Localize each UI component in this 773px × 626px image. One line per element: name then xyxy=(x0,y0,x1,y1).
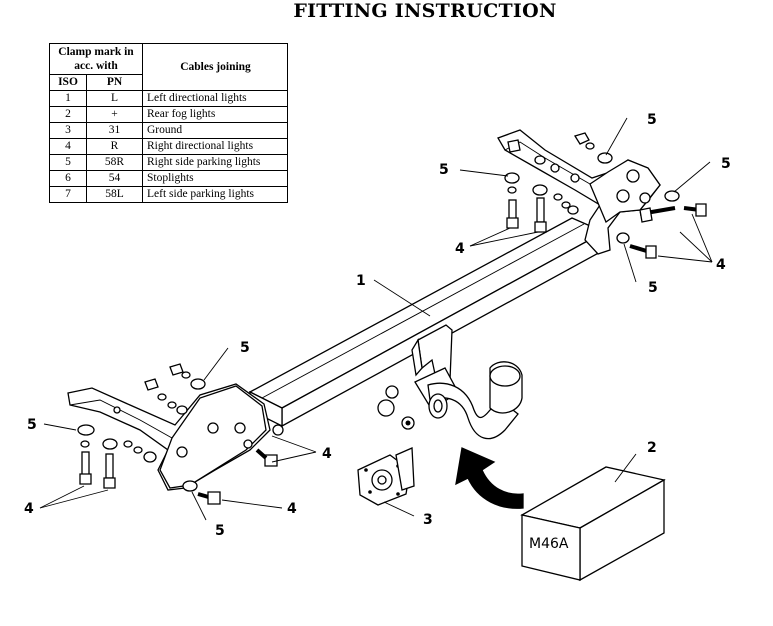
table-row: 7 58L Left side parking lights xyxy=(49,186,288,203)
callout-4: 4 xyxy=(287,501,297,517)
box-label: M46A xyxy=(529,536,569,552)
callout-4: 4 xyxy=(322,446,332,462)
callout-4: 4 xyxy=(716,257,726,273)
leader-lines xyxy=(39,117,713,521)
callout-5: 5 xyxy=(647,112,657,128)
callout-5: 5 xyxy=(648,280,658,296)
electrical-socket-plate xyxy=(357,447,415,506)
callout-numbers: 1 2 3 5 5 5 5 4 4 5 5 4 4 4 5 xyxy=(24,112,731,539)
mounting-direction-arrow xyxy=(455,447,524,509)
callout-5: 5 xyxy=(27,417,37,433)
callout-5: 5 xyxy=(240,340,250,356)
callout-3: 3 xyxy=(423,512,433,528)
pn-header: PN xyxy=(86,74,143,91)
page-title: FITTING INSTRUCTION xyxy=(293,0,557,22)
callout-4: 4 xyxy=(455,241,465,257)
tow-ball-assembly xyxy=(377,324,523,440)
packaging-box: M46A xyxy=(520,466,666,582)
callout-1: 1 xyxy=(356,273,366,289)
pn-cell: 58R xyxy=(86,154,143,171)
clamp-mark-header: Clamp mark in acc. with xyxy=(49,43,143,75)
table-row: 3 31 Ground xyxy=(49,122,288,139)
table-row: 2 + Rear fog lights xyxy=(49,106,288,123)
left-side-bracket xyxy=(67,383,271,491)
table-row: 5 58R Right side parking lights xyxy=(49,154,288,171)
left-hardware-set xyxy=(77,363,284,505)
callout-5: 5 xyxy=(439,162,449,178)
desc-cell: Left side parking lights xyxy=(142,186,288,203)
callout-5: 5 xyxy=(721,156,731,172)
cable-joining-table: Clamp mark in acc. with Cables joining I… xyxy=(49,43,288,203)
callout-5: 5 xyxy=(215,523,225,539)
right-hardware-set xyxy=(504,132,707,259)
callout-4: 4 xyxy=(24,501,34,517)
callout-2: 2 xyxy=(647,440,657,456)
desc-cell: Right side parking lights xyxy=(142,154,288,171)
table-row: 4 R Right directional lights xyxy=(49,138,288,155)
